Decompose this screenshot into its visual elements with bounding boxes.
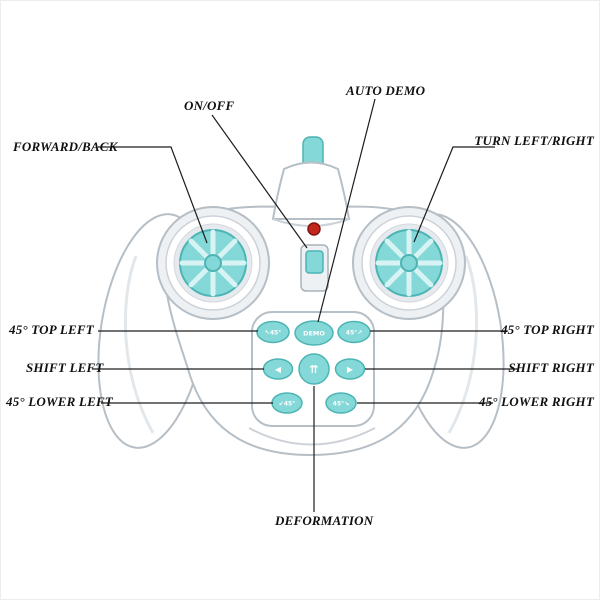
label-45-lower-left: 45° LOWER LEFT bbox=[6, 394, 113, 409]
callout-auto-demo bbox=[317, 98, 376, 323]
head bbox=[271, 161, 351, 220]
label-45-top-left: 45° TOP LEFT bbox=[9, 322, 94, 337]
callout-forward-back bbox=[98, 146, 208, 244]
left-grip-contour bbox=[123, 255, 155, 434]
button-45-lower-left-glyph: ↙45° bbox=[279, 401, 295, 408]
button-45-top-left bbox=[256, 320, 290, 344]
button-shift-right-glyph: ▶ bbox=[347, 365, 354, 374]
button-deformation-glyph: ⇈ bbox=[309, 363, 318, 376]
label-auto-demo: AUTO DEMO bbox=[346, 83, 426, 98]
right-grip-contour bbox=[447, 255, 479, 434]
callout-on-off bbox=[211, 114, 308, 249]
button-45-lower-right-glyph: 45°↘ bbox=[333, 401, 349, 408]
label-45-lower-right: 45° LOWER RIGHT bbox=[478, 394, 594, 409]
callout-turn-left-right bbox=[413, 146, 495, 243]
label-turn-left-right: TURN LEFT/RIGHT bbox=[474, 133, 594, 148]
button-demo bbox=[294, 320, 334, 346]
label-shift-left: SHIFT LEFT bbox=[26, 360, 104, 375]
button-45-top-right bbox=[337, 320, 371, 344]
keypad: ↖45° DEMO 45°↗ ◀ ⇈ ▶ ↙45° 45°↘ bbox=[251, 311, 375, 427]
left-joystick bbox=[156, 206, 270, 320]
power-led bbox=[307, 222, 321, 236]
label-shift-right: SHIFT RIGHT bbox=[508, 360, 594, 375]
label-45-top-right: 45° TOP RIGHT bbox=[500, 322, 594, 337]
right-joystick bbox=[352, 206, 466, 320]
button-demo-label: DEMO bbox=[303, 330, 325, 338]
button-45-top-right-glyph: 45°↗ bbox=[346, 330, 362, 337]
callout-lines bbox=[92, 98, 519, 512]
button-45-top-left-glyph: ↖45° bbox=[265, 330, 281, 337]
button-deformation bbox=[298, 353, 330, 385]
button-shift-right bbox=[334, 358, 366, 380]
button-45-lower-right bbox=[325, 392, 357, 414]
label-deformation: DEFORMATION bbox=[275, 513, 374, 528]
label-forward-back: FORWARD/BACK bbox=[13, 139, 118, 154]
button-shift-left-glyph: ◀ bbox=[275, 365, 282, 374]
power-switch bbox=[300, 244, 329, 292]
bottom-seam bbox=[248, 427, 376, 446]
label-on-off: ON/OFF bbox=[184, 98, 235, 113]
